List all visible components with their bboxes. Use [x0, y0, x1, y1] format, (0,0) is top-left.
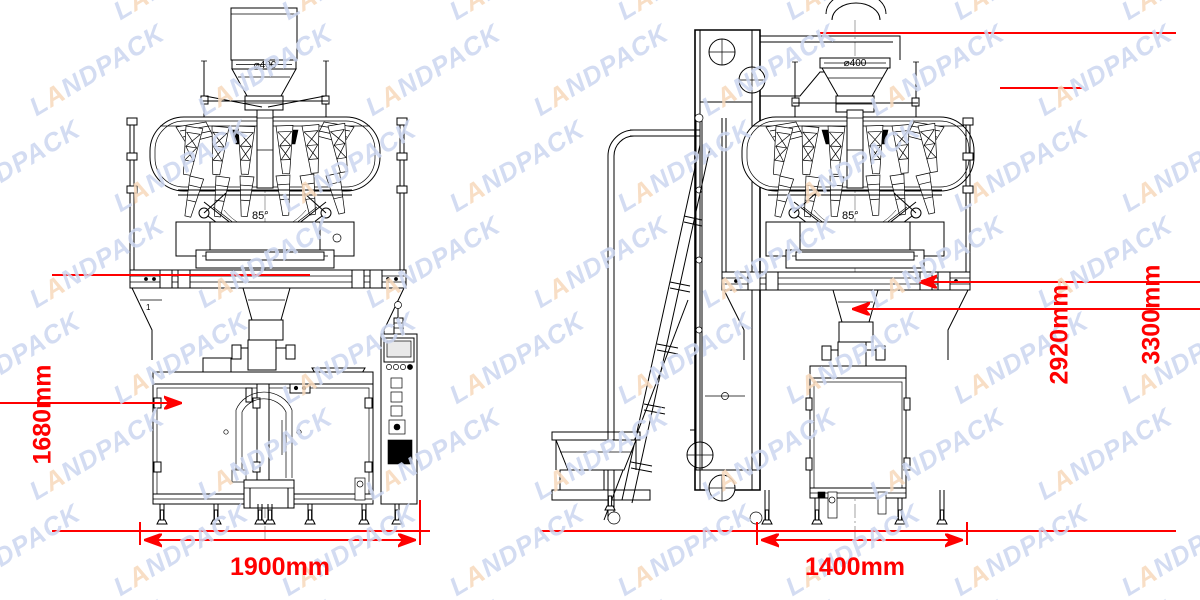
front-cone-angle-label: 85° [252, 210, 269, 222]
multihead-weigher-side [765, 109, 945, 219]
dim-3300 [820, 32, 1200, 532]
dimension-label-front-height: 1680mm [28, 364, 57, 465]
dim-1400 [756, 522, 968, 545]
dimension-label-front-width: 1900mm [229, 553, 331, 581]
side-hopper-diameter-label: ⌀400 [844, 58, 867, 69]
dim-1680 [0, 274, 430, 532]
dimension-label-side-height-total: 3300mm [1137, 264, 1166, 365]
dimension-label-side-height-machine: 2920mm [1045, 284, 1074, 385]
dim-2920 [540, 87, 1200, 532]
dimension-label-side-width: 1400mm [804, 553, 906, 581]
side-cone-angle-label: 85° [842, 210, 859, 222]
frame-detail-mark: 1 [146, 303, 151, 312]
side-view-group: ⌀400 [551, 0, 975, 540]
control-panel-front [380, 301, 418, 505]
legs-front [156, 504, 403, 525]
feed-hopper-front [230, 7, 298, 111]
cabinet-front [152, 371, 374, 505]
multihead-weigher-front [175, 109, 355, 219]
front-view-group: ⌀400 [126, 7, 418, 540]
packaging-machine-side [805, 289, 911, 519]
front-hopper-diameter-label: ⌀400 [254, 60, 277, 71]
dimension-lines [0, 32, 1200, 545]
weigher-support-front [175, 221, 355, 269]
feed-hopper-side [819, 0, 891, 113]
access-stair-side [551, 113, 763, 525]
legs-side [761, 490, 948, 525]
frame-beam-front [129, 269, 407, 289]
dim-1900 [139, 500, 421, 545]
weigher-support-side [765, 221, 945, 269]
